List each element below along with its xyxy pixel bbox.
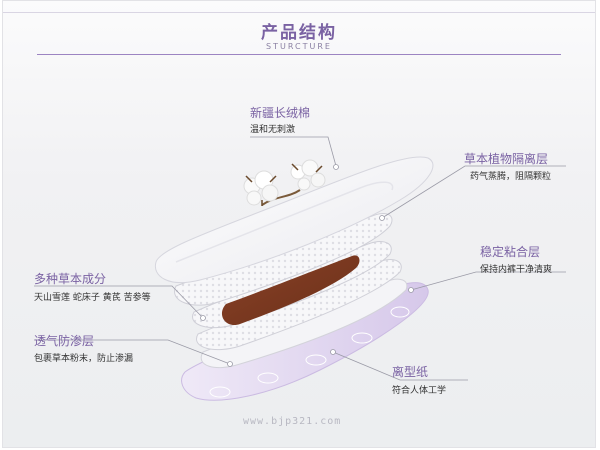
label-herbal: 多种草本成分 bbox=[34, 272, 107, 286]
cotton-top-layer bbox=[154, 156, 434, 284]
leader-herbal bbox=[34, 285, 204, 319]
desc-adhesive: 保持内裤干净清爽 bbox=[480, 265, 553, 275]
label-leakproof: 透气防渗层 bbox=[34, 334, 95, 348]
desc-leakproof: 包裹草本粉末，防止渗漏 bbox=[34, 354, 134, 364]
label-isolation: 草本植物隔离层 bbox=[464, 152, 549, 166]
leader-isolation bbox=[381, 165, 566, 219]
desc-cotton: 温和无刺激 bbox=[250, 125, 296, 135]
title-underline bbox=[37, 54, 561, 55]
label-cotton: 新疆长绒棉 bbox=[250, 106, 311, 120]
leader-cotton bbox=[250, 136, 337, 167]
desc-herbal: 天山雪莲 蛇床子 黄芪 苦参等 bbox=[34, 293, 151, 303]
leader-release-paper bbox=[332, 351, 468, 381]
top-divider bbox=[3, 12, 595, 13]
label-adhesive: 稳定粘合层 bbox=[480, 245, 541, 259]
label-release-paper: 离型纸 bbox=[392, 365, 429, 379]
page-title: 产品结构 bbox=[261, 23, 337, 43]
desc-release-paper: 符合人体工学 bbox=[392, 386, 447, 396]
watermark: www.bjp321.com bbox=[243, 416, 342, 427]
desc-isolation: 药气蒸腾，阻隔颗粒 bbox=[470, 172, 552, 182]
cotton-boll-icon bbox=[243, 159, 326, 206]
callout-lines bbox=[34, 136, 566, 381]
leader-leakproof bbox=[34, 339, 231, 365]
leader-adhesive bbox=[410, 271, 566, 291]
page-subtitle: STURCTURE bbox=[266, 42, 332, 51]
